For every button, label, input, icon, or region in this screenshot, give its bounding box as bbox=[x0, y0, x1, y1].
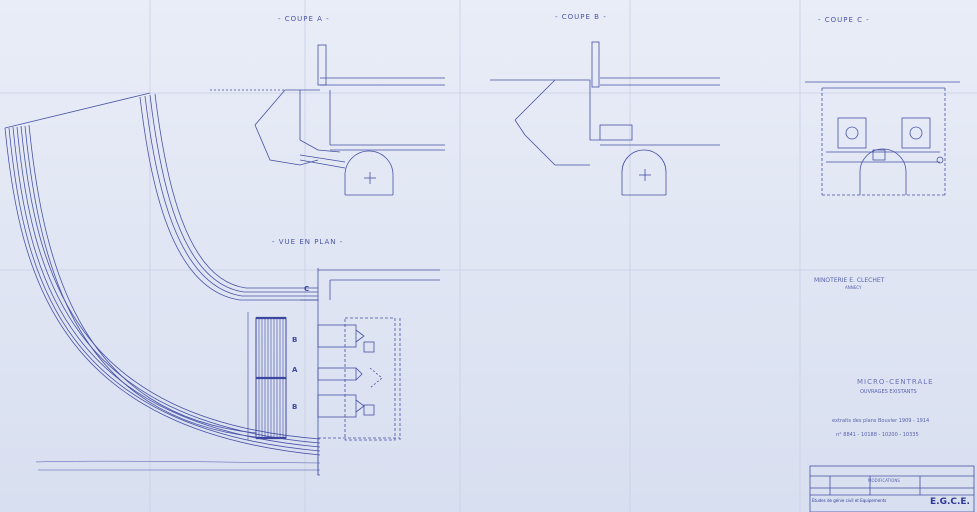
drawing-title: MICRO-CENTRALE bbox=[857, 378, 934, 386]
coupe-b bbox=[490, 41, 720, 196]
plan-building bbox=[300, 268, 440, 475]
vue-en-plan-title: - VUE EN PLAN - bbox=[272, 238, 344, 246]
grille bbox=[247, 312, 287, 440]
drawing-subtitle: OUVRAGES EXISTANTS bbox=[860, 389, 917, 395]
coupe-a bbox=[210, 44, 445, 196]
plan-numbers: n° 8841 - 10188 - 10200 - 10335 bbox=[836, 432, 919, 438]
canal-curve bbox=[4, 92, 321, 476]
coupe-c-title: - COUPE C - bbox=[818, 16, 870, 24]
section-marker-a: A bbox=[292, 366, 298, 374]
client-name: MINOTERIE E. CLECHET bbox=[814, 277, 885, 284]
client-city: ANNECY bbox=[845, 285, 862, 290]
coupe-c bbox=[805, 81, 960, 196]
company-name: Etudes de génie civil et Equipements bbox=[812, 498, 887, 503]
modifications-label: MODIFICATIONS bbox=[868, 478, 900, 483]
coupe-a-title: - COUPE A - bbox=[278, 15, 330, 23]
section-marker-b-bottom: B bbox=[292, 403, 298, 411]
extract-line: extraits des plans Bouvier 1909 - 1914 bbox=[832, 418, 930, 424]
section-marker-b-top: B bbox=[292, 336, 298, 344]
section-marker-c: C bbox=[304, 285, 310, 293]
coupe-b-title: - COUPE B - bbox=[555, 13, 607, 21]
title-block-frame bbox=[809, 465, 975, 512]
company-logo: E.G.C.E. bbox=[930, 497, 970, 507]
